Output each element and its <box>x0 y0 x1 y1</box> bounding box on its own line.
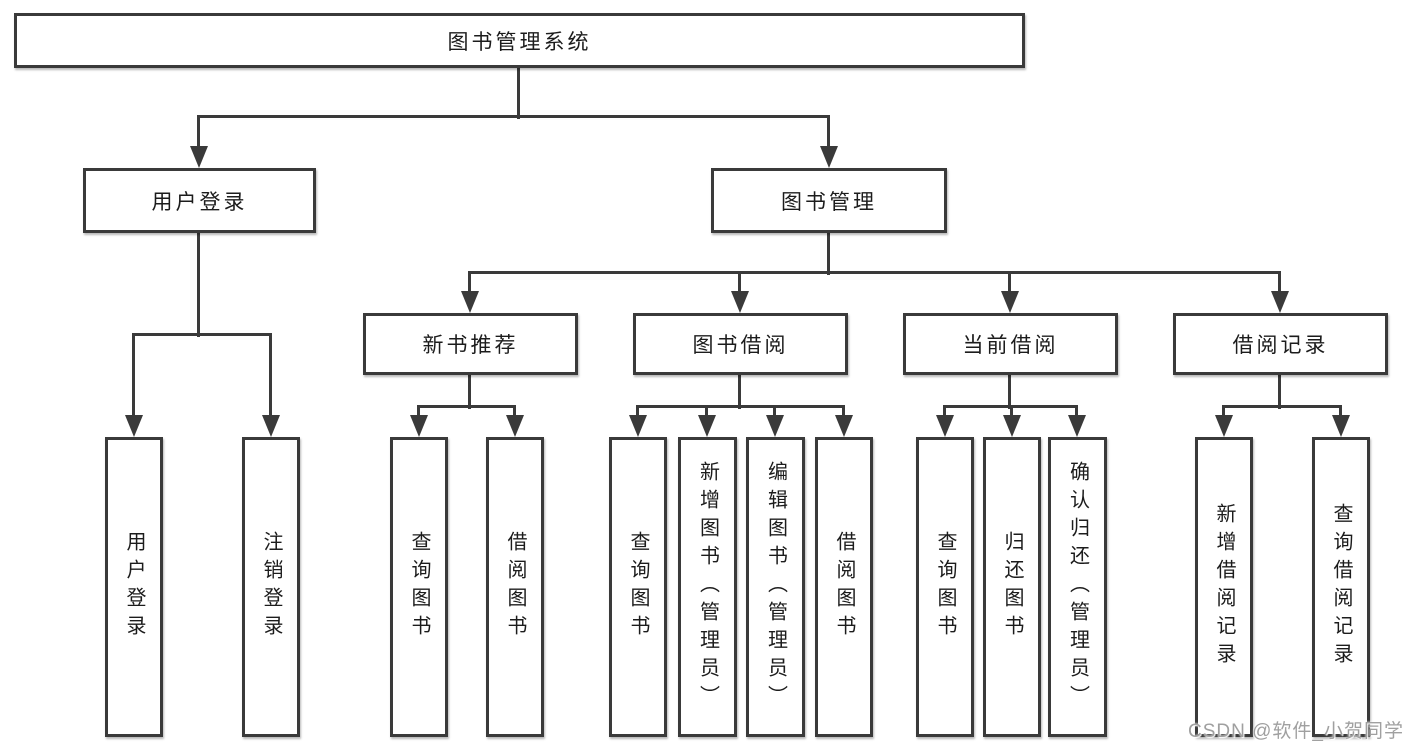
arrow-down-icon <box>1271 291 1289 313</box>
node-leaf-borrow-books-1: 借阅图书 <box>486 437 544 737</box>
node-label-borrowing-records: 借阅记录 <box>1232 334 1329 357</box>
node-leaf-logout: 注销登录 <box>242 437 300 737</box>
arrow-down-icon <box>1068 415 1086 437</box>
arrow-down-icon <box>506 415 524 437</box>
connector-line-horizontal <box>468 271 1281 274</box>
connector-line-horizontal <box>636 405 845 408</box>
arrow-down-icon <box>1003 415 1021 437</box>
connector-line-vertical <box>417 407 420 419</box>
node-leaf-add-borrow-record: 新增借阅记录 <box>1195 437 1253 737</box>
connector-line-vertical <box>1278 273 1281 295</box>
arrow-down-icon <box>936 415 954 437</box>
node-label-leaf-query-books-1: 查询图书 <box>408 531 430 643</box>
node-borrowing-records: 借阅记录 <box>1173 313 1388 375</box>
arrow-down-icon <box>766 415 784 437</box>
connector-line-horizontal <box>943 405 1078 408</box>
node-label-leaf-add-books-admin: 新增图书（管理员） <box>696 461 719 713</box>
node-label-leaf-logout: 注销登录 <box>260 531 282 643</box>
connector-line-vertical <box>197 233 200 337</box>
node-label-leaf-borrow-books-2: 借阅图书 <box>833 531 855 643</box>
connector-line-vertical <box>738 273 741 295</box>
connector-line-vertical <box>1339 407 1342 419</box>
node-label-new-book-recommend: 新书推荐 <box>422 334 519 357</box>
node-leaf-add-books-admin: 新增图书（管理员） <box>678 437 737 737</box>
node-label-leaf-add-borrow-record: 新增借阅记录 <box>1213 503 1235 671</box>
connector-line-vertical <box>269 335 272 419</box>
connector-line-vertical <box>738 375 741 409</box>
node-library-system: 图书管理系统 <box>14 13 1025 68</box>
csdn-watermark: CSDN @软件_小贺同学 <box>1188 721 1404 742</box>
arrow-down-icon <box>190 146 208 168</box>
node-label-leaf-edit-books-admin: 编辑图书（管理员） <box>764 461 787 713</box>
connector-line-vertical <box>468 273 471 295</box>
node-label-leaf-borrow-books-1: 借阅图书 <box>504 531 526 643</box>
connector-line-vertical <box>705 407 708 419</box>
node-leaf-confirm-return-admin: 确认归还（管理员） <box>1048 437 1107 737</box>
connector-line-vertical <box>842 407 845 419</box>
node-label-user-login: 用户登录 <box>151 190 248 214</box>
connector-line-vertical <box>636 407 639 419</box>
node-label-leaf-return-books: 归还图书 <box>1001 531 1023 643</box>
arrow-down-icon <box>629 415 647 437</box>
connector-line-horizontal <box>417 405 516 408</box>
arrow-down-icon <box>1001 291 1019 313</box>
connector-line-vertical <box>468 375 471 409</box>
arrow-down-icon <box>731 291 749 313</box>
node-book-management: 图书管理 <box>711 168 947 233</box>
node-label-leaf-query-borrow-record: 查询借阅记录 <box>1330 503 1352 671</box>
connector-line-vertical <box>517 68 520 119</box>
node-label-library-system: 图书管理系统 <box>447 30 592 54</box>
arrow-down-icon <box>835 415 853 437</box>
connector-line-vertical <box>827 117 830 150</box>
connector-line-horizontal <box>132 333 272 336</box>
arrow-down-icon <box>410 415 428 437</box>
arrow-down-icon <box>1332 415 1350 437</box>
arrow-down-icon <box>1215 415 1233 437</box>
connector-line-vertical <box>1010 407 1013 419</box>
connector-line-vertical <box>773 407 776 419</box>
node-label-leaf-confirm-return-admin: 确认归还（管理员） <box>1066 461 1089 713</box>
node-label-leaf-query-books-2: 查询图书 <box>627 531 649 643</box>
node-leaf-return-books: 归还图书 <box>983 437 1041 737</box>
arrow-down-icon <box>820 146 838 168</box>
connector-line-vertical <box>1222 407 1225 419</box>
connector-line-vertical <box>827 233 830 275</box>
node-book-borrowing: 图书借阅 <box>633 313 848 375</box>
node-new-book-recommend: 新书推荐 <box>363 313 578 375</box>
node-label-leaf-user-login: 用户登录 <box>123 531 145 643</box>
node-label-leaf-query-books-3: 查询图书 <box>934 531 956 643</box>
node-label-book-management: 图书管理 <box>781 190 877 214</box>
arrow-down-icon <box>125 415 143 437</box>
node-leaf-user-login: 用户登录 <box>105 437 163 737</box>
connector-line-vertical <box>197 117 200 150</box>
node-leaf-query-books-1: 查询图书 <box>390 437 448 737</box>
arrow-down-icon <box>698 415 716 437</box>
connector-line-vertical <box>132 335 135 419</box>
connector-line-vertical <box>513 407 516 419</box>
connector-line-vertical <box>1008 375 1011 409</box>
connector-line-vertical <box>943 407 946 419</box>
node-leaf-edit-books-admin: 编辑图书（管理员） <box>746 437 805 737</box>
node-leaf-borrow-books-2: 借阅图书 <box>815 437 873 737</box>
node-leaf-query-books-3: 查询图书 <box>916 437 974 737</box>
node-label-current-borrowing: 当前借阅 <box>962 334 1059 357</box>
node-leaf-query-borrow-record: 查询借阅记录 <box>1312 437 1370 737</box>
connector-line-horizontal <box>197 115 830 118</box>
node-leaf-query-books-2: 查询图书 <box>609 437 667 737</box>
node-label-book-borrowing: 图书借阅 <box>692 334 789 357</box>
connector-line-vertical <box>1075 407 1078 419</box>
arrow-down-icon <box>262 415 280 437</box>
arrow-down-icon <box>461 291 479 313</box>
node-user-login: 用户登录 <box>83 168 316 233</box>
connector-line-vertical <box>1008 273 1011 295</box>
node-current-borrowing: 当前借阅 <box>903 313 1118 375</box>
connector-line-horizontal <box>1222 405 1342 408</box>
connector-line-vertical <box>1278 375 1281 409</box>
